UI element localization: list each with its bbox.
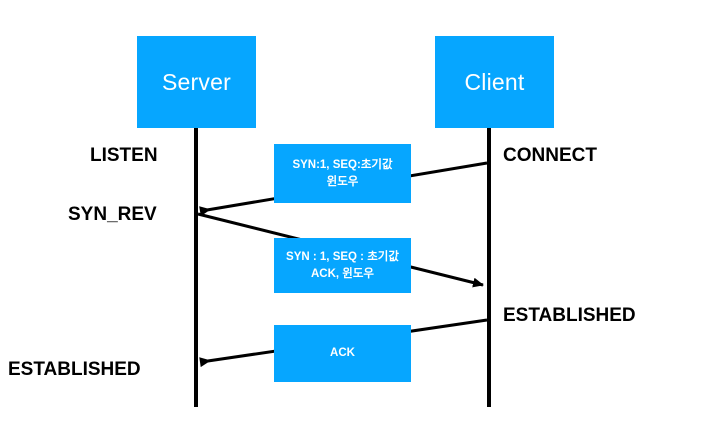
message-box-syn-ack[interactable]: SYN : 1, SEQ : 초기값 ACK, 윈도우 xyxy=(274,238,411,293)
actor-box-server[interactable]: Server xyxy=(137,36,256,128)
message-syn-ack-line1: SYN : 1, SEQ : 초기값 xyxy=(286,250,399,263)
state-label-client-connect: CONNECT xyxy=(503,145,597,166)
message-box-ack[interactable]: ACK xyxy=(274,325,411,382)
actor-label-client: Client xyxy=(464,68,525,95)
state-label-client-established: ESTABLISHED xyxy=(503,305,636,326)
actor-box-client[interactable]: Client xyxy=(435,36,554,128)
state-label-server-listen: LISTEN xyxy=(90,145,158,166)
message-text-syn: SYN:1, SEQ:초기값 윈도우 xyxy=(292,157,392,190)
lifeline-client xyxy=(487,128,491,407)
message-syn-line1: SYN:1, SEQ:초기값 xyxy=(292,158,393,171)
message-text-ack: ACK xyxy=(330,347,355,360)
lifeline-server xyxy=(194,128,198,407)
state-label-server-syn-rev: SYN_REV xyxy=(68,204,157,225)
actor-label-server: Server xyxy=(162,68,231,95)
message-text-syn-ack: SYN : 1, SEQ : 초기값 ACK, 윈도우 xyxy=(286,249,399,282)
message-syn-ack-line2: ACK, 윈도우 xyxy=(310,267,375,280)
message-syn-line2: 윈도우 xyxy=(326,175,359,188)
message-box-syn[interactable]: SYN:1, SEQ:초기값 윈도우 xyxy=(274,144,411,203)
state-label-server-established: ESTABLISHED xyxy=(8,359,141,380)
